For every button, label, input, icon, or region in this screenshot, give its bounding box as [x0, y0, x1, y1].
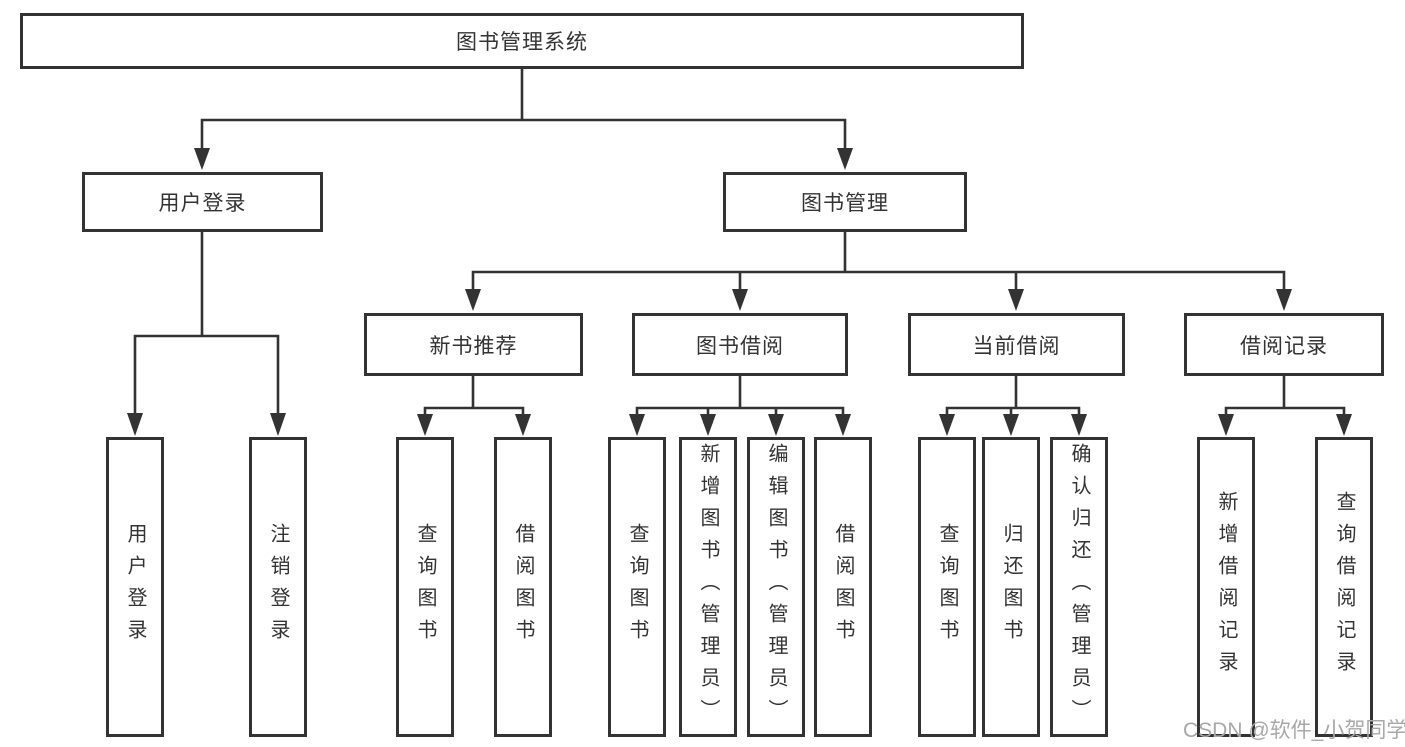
leaf-label: 查询借阅记录 [1333, 491, 1355, 683]
node-leaf-query-books-borrow: 查询图书 [608, 437, 666, 737]
leaf-label: 新增图书（管理员） [697, 443, 719, 731]
watermark: CSDN @软件_小贺同学 [1183, 719, 1405, 742]
node-root: 图书管理系统 [20, 13, 1024, 69]
node-leaf-logout: 注销登录 [249, 437, 307, 737]
leaf-label: 查询图书 [626, 523, 648, 651]
node-current-borrow: 当前借阅 [908, 313, 1125, 376]
node-book-borrow: 图书借阅 [632, 313, 848, 376]
leaf-label: 注销登录 [267, 523, 289, 651]
node-leaf-query-borrow-record: 查询借阅记录 [1315, 437, 1373, 737]
leaf-label: 查询图书 [936, 523, 958, 651]
node-leaf-confirm-return-admin: 确认归还（管理员） [1050, 437, 1108, 737]
leaf-label: 用户登录 [124, 523, 146, 651]
node-leaf-borrow-books-recommend: 借阅图书 [494, 437, 552, 737]
node-new-book-recommend: 新书推荐 [364, 313, 583, 376]
node-leaf-query-books-recommend: 查询图书 [396, 437, 454, 737]
node-book-management: 图书管理 [723, 172, 967, 232]
node-leaf-user-login: 用户登录 [106, 437, 164, 737]
leaf-label: 借阅图书 [832, 523, 854, 651]
node-leaf-query-books-current: 查询图书 [918, 437, 976, 737]
node-leaf-return-books: 归还图书 [982, 437, 1040, 737]
leaf-label: 查询图书 [414, 523, 436, 651]
leaf-label: 新增借阅记录 [1215, 491, 1237, 683]
node-borrow-records: 借阅记录 [1184, 313, 1384, 376]
node-leaf-edit-books-admin: 编辑图书（管理员） [747, 437, 805, 737]
leaf-label: 编辑图书（管理员） [765, 443, 787, 731]
node-leaf-borrow-books: 借阅图书 [814, 437, 872, 737]
leaf-label: 确认归还（管理员） [1068, 443, 1090, 731]
node-leaf-add-books-admin: 新增图书（管理员） [679, 437, 737, 737]
leaf-label: 借阅图书 [512, 523, 534, 651]
node-user-login: 用户登录 [82, 172, 323, 232]
leaf-label: 归还图书 [1000, 523, 1022, 651]
node-leaf-add-borrow-record: 新增借阅记录 [1197, 437, 1255, 737]
